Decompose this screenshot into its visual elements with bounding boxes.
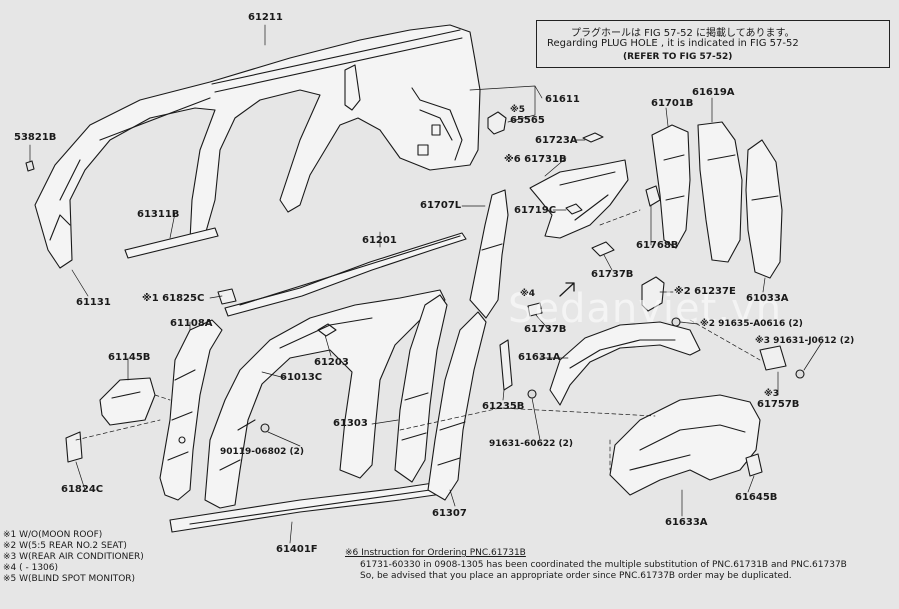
label-91631-60622[interactable]: 91631-60622 (2) <box>489 439 573 449</box>
bracket-61645B <box>745 453 763 477</box>
label-61757B[interactable]: 61757B <box>757 399 800 410</box>
footnote-title: ※6 Instruction for Ordering PNC.61731B <box>345 548 526 558</box>
legend-item-5: ※5 W(BLIND SPOT MONITOR) <box>3 574 136 584</box>
pillar-61707L <box>469 189 509 319</box>
wheel-house-inner-61633A <box>609 394 761 496</box>
bracket-61757B <box>759 345 787 371</box>
clip-61723A <box>582 132 604 143</box>
label-61237E[interactable]: ※2 61237E <box>674 286 736 297</box>
label-61768B[interactable]: 61768B <box>636 240 679 251</box>
label-61203[interactable]: 61203 <box>314 357 349 368</box>
label-61211[interactable]: 61211 <box>248 12 283 23</box>
label-61737B-upper[interactable]: 61737B <box>591 269 634 280</box>
label-61757B-note: ※3 <box>764 389 780 399</box>
legend-item-2: ※2 W(5:5 REAR NO.2 SEAT) <box>3 541 127 551</box>
label-90119-06802[interactable]: 90119-06802 (2) <box>220 447 304 457</box>
label-61707L[interactable]: 61707L <box>420 200 462 211</box>
bolt-90119 <box>260 423 270 433</box>
bracket-61768B <box>645 185 661 207</box>
legend-item-4: ※4 ( - 1306) <box>3 563 59 573</box>
leader-lines <box>29 24 823 544</box>
label-61611[interactable]: 61611 <box>545 94 580 105</box>
bolt-91631-J0612 <box>795 369 805 379</box>
footnote-line-1: 61731-60330 in 0908-1305 has been coordi… <box>360 560 847 570</box>
panel-61619A <box>697 121 743 263</box>
label-61633A[interactable]: 61633A <box>665 517 708 528</box>
block-61825C <box>217 288 237 305</box>
bracket-61237E <box>641 276 665 312</box>
note-english: Regarding PLUG HOLE , it is indicated in… <box>547 38 799 49</box>
label-61824C[interactable]: 61824C <box>61 484 104 495</box>
label-61013C[interactable]: 61013C <box>280 372 323 383</box>
direction-arrow <box>559 282 575 297</box>
label-53821B[interactable]: 53821B <box>14 132 57 143</box>
note-japanese: プラグホールは FIG 57-52 に掲載してあります。 <box>571 28 795 39</box>
label-61401F[interactable]: 61401F <box>276 544 318 555</box>
pillar-61307 <box>427 311 487 501</box>
roof-side-panel-61211 <box>34 24 481 269</box>
wheel-house-outer-61631A <box>549 321 701 406</box>
label-61645B[interactable]: 61645B <box>735 492 778 503</box>
label-65565-note: ※5 <box>510 105 526 115</box>
label-61737B-note: ※4 <box>520 289 536 299</box>
clip-53821B <box>25 160 35 172</box>
clip-61737B-lower <box>527 302 543 317</box>
label-61303[interactable]: 61303 <box>333 418 368 429</box>
panel-61013C <box>204 289 446 509</box>
legend-item-3: ※3 W(REAR AIR CONDITIONER) <box>3 552 144 562</box>
label-61631A[interactable]: 61631A <box>518 352 561 363</box>
label-61145B[interactable]: 61145B <box>108 352 151 363</box>
pillar-61108A <box>159 319 223 501</box>
legend-item-1: ※1 W/O(MOON ROOF) <box>3 530 103 540</box>
label-61701B[interactable]: 61701B <box>651 98 694 109</box>
watermark: Sedanviet.vn <box>508 286 783 332</box>
label-61201[interactable]: 61201 <box>362 235 397 246</box>
label-61311B[interactable]: 61311B <box>137 209 180 220</box>
label-61737B-lower[interactable]: 61737B <box>524 324 567 335</box>
bracket-61235B <box>499 339 513 391</box>
pillar-61303 <box>394 294 448 483</box>
label-61719C[interactable]: 61719C <box>514 205 557 216</box>
label-91635-A0616[interactable]: ※2 91635-A0616 (2) <box>700 319 803 329</box>
label-65565[interactable]: 65565 <box>510 115 545 126</box>
panel-61731B <box>529 159 629 239</box>
label-61825C[interactable]: ※1 61825C <box>142 293 205 304</box>
sensor-bracket-65565 <box>487 111 507 135</box>
label-61723A[interactable]: 61723A <box>535 135 578 146</box>
pillar-inner-61701B <box>651 124 691 249</box>
label-61307[interactable]: 61307 <box>432 508 467 519</box>
pad-61824C <box>65 431 83 463</box>
panel-61033A <box>745 139 783 279</box>
bolt-91631-60622 <box>527 389 537 399</box>
label-61131[interactable]: 61131 <box>76 297 111 308</box>
roof-rail-61201 <box>224 232 467 317</box>
label-91631-J0612[interactable]: ※3 91631-J0612 (2) <box>755 336 855 346</box>
note-refer: (REFER TO FIG 57-52) <box>623 52 733 62</box>
bracket-61719C <box>565 203 583 215</box>
label-61108A[interactable]: 61108A <box>170 318 213 329</box>
clip-61737B-upper <box>591 241 615 257</box>
plug-hole-note: プラグホールは FIG 57-52 に掲載してあります。 Regarding P… <box>536 20 890 68</box>
label-61033A[interactable]: 61033A <box>746 293 789 304</box>
dashed-reference-lines <box>75 209 761 471</box>
label-61619A[interactable]: 61619A <box>692 87 735 98</box>
label-61235B[interactable]: 61235B <box>482 401 525 412</box>
bracket-61145B <box>99 377 156 426</box>
label-61731B[interactable]: ※6 61731B <box>504 154 567 165</box>
rail-61311B <box>124 227 219 259</box>
footnote-line-2: So, be advised that you place an appropr… <box>360 571 792 581</box>
